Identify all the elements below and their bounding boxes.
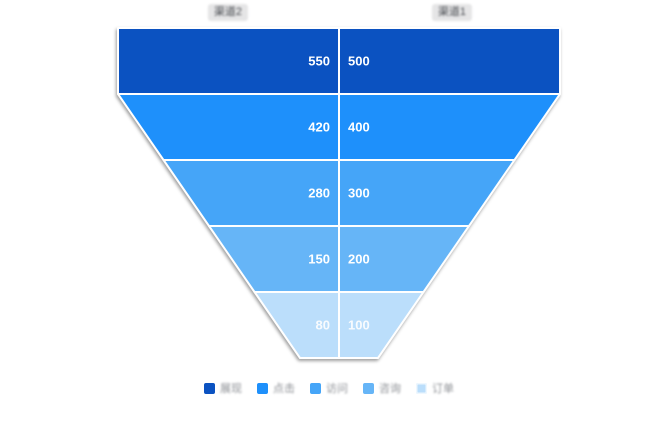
- legend-label: 点击: [273, 383, 295, 395]
- funnel-segment-right-2[interactable]: [338, 93, 561, 161]
- legend-item-2[interactable]: 点击: [257, 380, 295, 396]
- legend-item-5[interactable]: 订单: [416, 380, 454, 396]
- funnel-segment-left-2[interactable]: [117, 93, 340, 161]
- legend-item-3[interactable]: 访问: [310, 380, 348, 396]
- segment-value-left-3: 280: [308, 186, 330, 201]
- segment-value-right-2: 400: [348, 120, 370, 135]
- legend-label: 咨询: [379, 383, 401, 395]
- segment-value-right-3: 300: [348, 186, 370, 201]
- series-header-left: 渠道2: [207, 4, 249, 21]
- legend-swatch-icon: [204, 382, 215, 394]
- funnel-segment-left-1[interactable]: [117, 27, 340, 95]
- segment-value-right-5: 100: [348, 318, 370, 333]
- legend-label: 访问: [326, 383, 348, 395]
- legend-swatch-icon: [363, 382, 374, 394]
- legend-label: 展现: [220, 383, 242, 395]
- legend-label: 订单: [432, 383, 454, 395]
- series-header-right: 渠道1: [431, 4, 473, 21]
- segment-value-left-4: 150: [308, 252, 330, 267]
- legend-item-1[interactable]: 展现: [204, 380, 242, 396]
- segment-value-left-5: 80: [316, 318, 330, 333]
- legend-swatch-icon: [310, 382, 321, 394]
- legend-swatch-icon: [257, 382, 268, 394]
- segment-value-left-1: 550: [308, 54, 330, 69]
- legend-item-4[interactable]: 咨询: [363, 380, 401, 396]
- funnel-segment-right-1[interactable]: [338, 27, 561, 95]
- chart-legend: 展现 点击 访问 咨询 订单: [0, 380, 658, 396]
- segment-value-right-1: 500: [348, 54, 370, 69]
- funnel-segment-right-5[interactable]: [338, 291, 425, 359]
- segment-value-left-2: 420: [308, 120, 330, 135]
- segment-value-right-4: 200: [348, 252, 370, 267]
- legend-swatch-icon: [416, 382, 427, 394]
